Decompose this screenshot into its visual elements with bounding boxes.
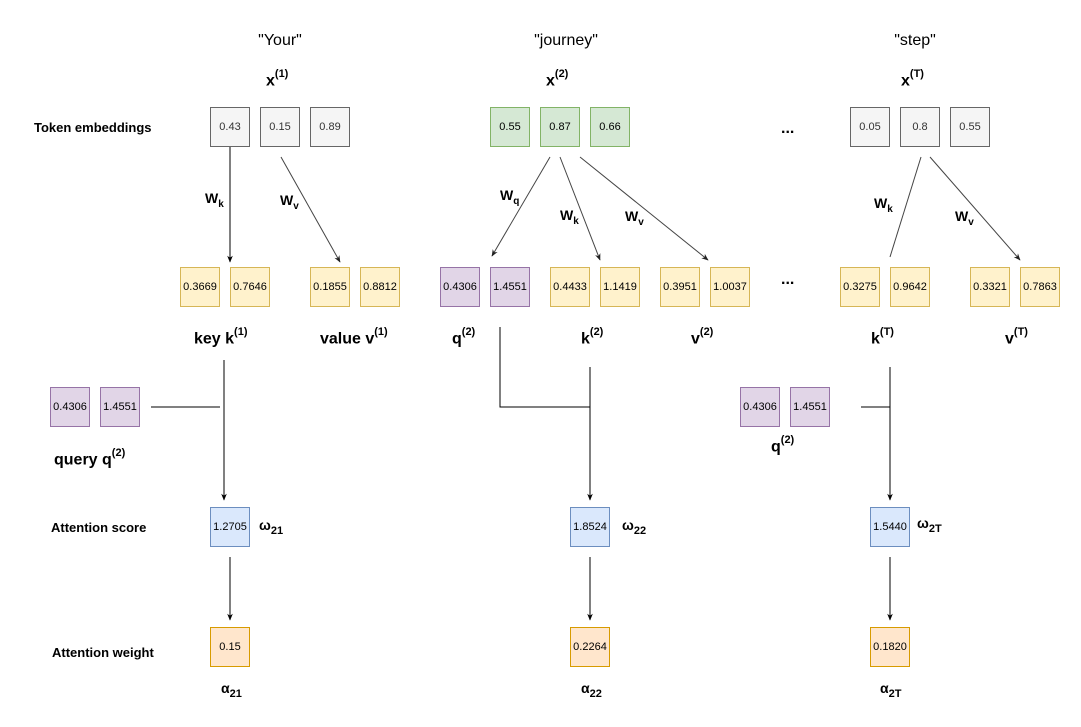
- query-cell: 1.4551: [790, 387, 830, 427]
- key-cell: 0.3669: [180, 267, 220, 307]
- ellipsis-embeddings: ...: [781, 120, 795, 137]
- value-label-v2: v(2): [691, 326, 714, 348]
- key-cell: 0.7646: [230, 267, 270, 307]
- key-label-k1: key k(1): [194, 326, 248, 348]
- arrow-x2-to-k2: [559, 156, 601, 261]
- attention-score-symbol: ω2T: [917, 515, 942, 535]
- key-cell: 0.4433: [550, 267, 590, 307]
- embedding-symbol-x2: x(2): [546, 68, 569, 90]
- row-label-attention-score: Attention score: [51, 520, 147, 535]
- value-cell: 0.3321: [970, 267, 1010, 307]
- query-label-q2: q(2): [771, 434, 795, 456]
- embedding-cell: 0.55: [950, 107, 990, 147]
- attention-score-cell: 1.5440: [870, 507, 910, 547]
- key-cell: 1.1419: [600, 267, 640, 307]
- query-cell: 0.4306: [50, 387, 90, 427]
- attention-score-symbol: ω21: [259, 517, 284, 537]
- embedding-cell: 0.55: [490, 107, 530, 147]
- attention-weight-cell: 0.1820: [870, 627, 910, 667]
- token-word-journey: "journey": [534, 32, 598, 49]
- query-cell: 1.4551: [490, 267, 530, 307]
- arrow-x1-to-v1: [280, 156, 341, 263]
- row-label-token-embeddings: Token embeddings: [34, 120, 152, 135]
- value-cell: 0.8812: [360, 267, 400, 307]
- embedding-cell: 0.43: [210, 107, 250, 147]
- embedding-cell: 0.05: [850, 107, 890, 147]
- query-label-q2: q(2): [452, 326, 476, 348]
- attention-score-cell: 1.8524: [570, 507, 610, 547]
- line-xT-to-kT: [889, 156, 922, 258]
- embedding-cell: 0.8: [900, 107, 940, 147]
- weight-matrix-label-wk: Wk: [560, 207, 579, 227]
- embedding-symbol-x1: x(1): [266, 68, 289, 90]
- value-label-v1: value v(1): [320, 326, 388, 348]
- weight-matrix-label-wk: Wk: [205, 190, 224, 210]
- value-cell: 0.1855: [310, 267, 350, 307]
- attention-score-symbol: ω22: [622, 517, 647, 537]
- embedding-cell: 0.87: [540, 107, 580, 147]
- attention-weight-symbol: α21: [221, 680, 242, 700]
- value-label-vT: v(T): [1005, 326, 1028, 348]
- embedding-symbol-xT: x(T): [901, 68, 924, 90]
- value-cell: 0.7863: [1020, 267, 1060, 307]
- weight-matrix-label-wv: Wv: [955, 208, 974, 228]
- line-q2-to-k2: [499, 327, 590, 408]
- weight-matrix-label-wk: Wk: [874, 195, 893, 215]
- embedding-cell: 0.66: [590, 107, 630, 147]
- query-label-q2: query q(2): [54, 447, 126, 469]
- ellipsis-projections: ...: [781, 271, 795, 288]
- value-cell: 0.3951: [660, 267, 700, 307]
- embedding-cell: 0.89: [310, 107, 350, 147]
- arrow-x2-to-v2: [579, 156, 709, 261]
- attention-weight-cell: 0.15: [210, 627, 250, 667]
- query-cell: 0.4306: [440, 267, 480, 307]
- attention-weight-symbol: α2T: [880, 680, 902, 700]
- key-cell: 0.9642: [890, 267, 930, 307]
- attention-weight-symbol: α22: [581, 680, 602, 700]
- attention-score-cell: 1.2705: [210, 507, 250, 547]
- key-label-kT: k(T): [871, 326, 894, 348]
- query-cell: 0.4306: [740, 387, 780, 427]
- key-cell: 0.3275: [840, 267, 880, 307]
- attention-weight-cell: 0.2264: [570, 627, 610, 667]
- weight-matrix-label-wv: Wv: [280, 192, 299, 212]
- row-label-attention-weight: Attention weight: [52, 645, 154, 660]
- token-word-your: "Your": [258, 32, 302, 49]
- arrow-xT-to-vT: [929, 156, 1021, 261]
- query-cell: 1.4551: [100, 387, 140, 427]
- embedding-cell: 0.15: [260, 107, 300, 147]
- weight-matrix-label-wv: Wv: [625, 208, 644, 228]
- arrow-x2-to-q2: [491, 156, 551, 257]
- value-cell: 1.0037: [710, 267, 750, 307]
- weight-matrix-label-wq: Wq: [500, 187, 520, 207]
- token-word-step: "step": [894, 32, 936, 49]
- key-label-k2: k(2): [581, 326, 604, 348]
